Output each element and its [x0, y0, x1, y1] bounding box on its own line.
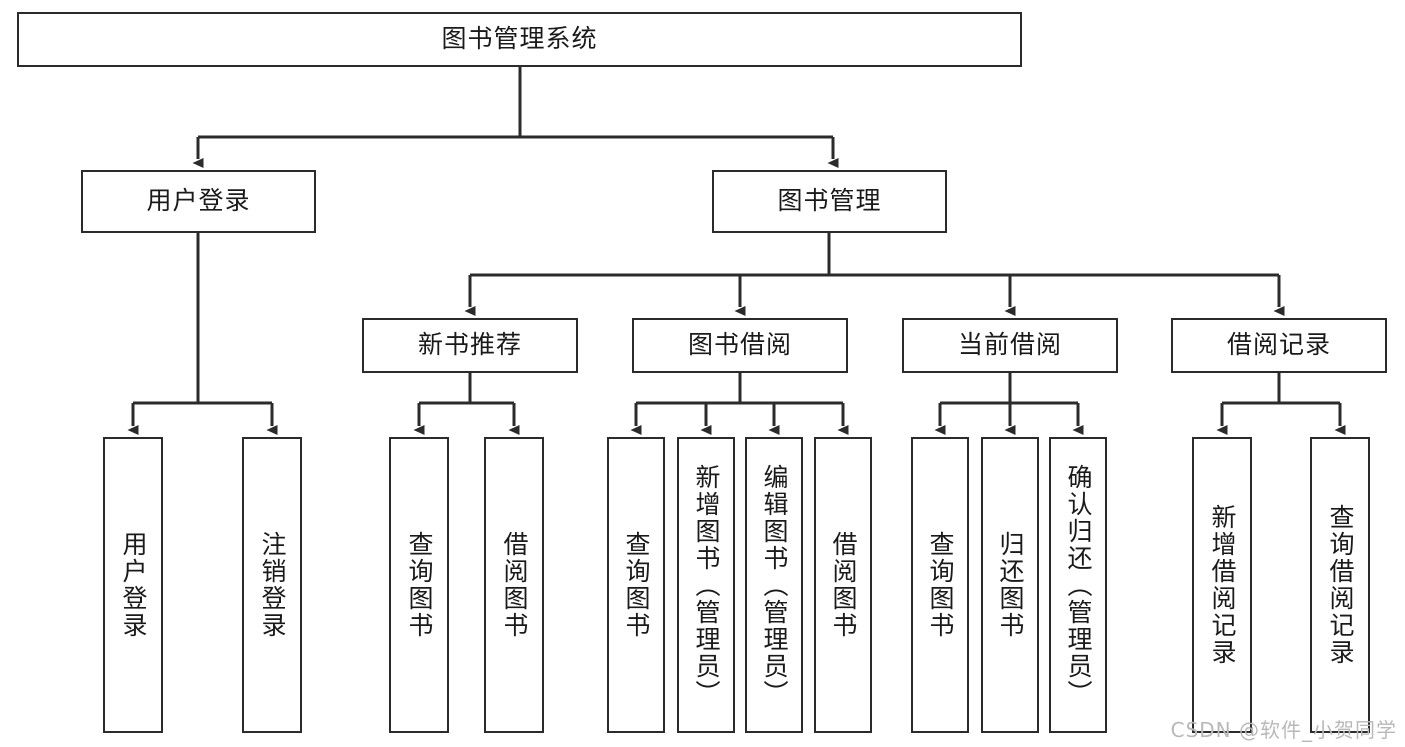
node-leaf-return-book-label: 归还图书: [996, 531, 1025, 639]
node-new-book-rec[interactable]: 新书推荐: [362, 318, 578, 373]
node-leaf-query-book-rec-label: 查询图书: [405, 531, 434, 639]
node-leaf-query-book-borrow-label: 查询图书: [622, 531, 651, 639]
node-leaf-query-book-borrow[interactable]: 查询图书: [607, 437, 665, 733]
node-leaf-return-book[interactable]: 归还图书: [981, 437, 1039, 733]
csdn-watermark: CSDN @软件_小贺同学: [1170, 718, 1397, 742]
node-leaf-add-record[interactable]: 新增借阅记录: [1192, 437, 1252, 733]
node-current-borrow[interactable]: 当前借阅: [902, 318, 1118, 373]
node-book-manage[interactable]: 图书管理: [712, 170, 947, 233]
node-leaf-query-book-current-label: 查询图书: [926, 531, 955, 639]
node-leaf-borrow-book-rec[interactable]: 借阅图书: [484, 437, 544, 733]
node-borrow-record-label: 借阅记录: [1226, 330, 1331, 360]
node-leaf-borrow-book[interactable]: 借阅图书: [814, 437, 872, 733]
node-leaf-user-login[interactable]: 用户登录: [103, 437, 163, 733]
node-leaf-edit-book[interactable]: 编辑图书（管理员）: [745, 437, 803, 733]
node-leaf-user-login-label: 用户登录: [119, 531, 148, 639]
node-current-borrow-label: 当前借阅: [957, 330, 1062, 360]
node-leaf-add-book[interactable]: 新增图书（管理员）: [677, 437, 735, 733]
node-user-login[interactable]: 用户登录: [81, 170, 316, 233]
node-leaf-confirm-return[interactable]: 确认归还（管理员）: [1049, 437, 1107, 733]
node-leaf-add-record-label: 新增借阅记录: [1208, 504, 1237, 666]
node-book-manage-label: 图书管理: [777, 186, 882, 216]
node-book-borrow[interactable]: 图书借阅: [632, 318, 848, 373]
node-root[interactable]: 图书管理系统: [17, 12, 1022, 67]
node-leaf-add-book-label: 新增图书（管理员）: [692, 463, 721, 707]
node-leaf-query-record-label: 查询借阅记录: [1326, 504, 1355, 666]
node-user-login-label: 用户登录: [146, 186, 251, 216]
node-new-book-rec-label: 新书推荐: [417, 330, 522, 360]
node-leaf-user-logout-label: 注销登录: [258, 531, 287, 639]
node-book-borrow-label: 图书借阅: [687, 330, 792, 360]
node-borrow-record[interactable]: 借阅记录: [1171, 318, 1387, 373]
node-leaf-confirm-return-label: 确认归还（管理员）: [1064, 463, 1093, 707]
node-leaf-user-logout[interactable]: 注销登录: [242, 437, 302, 733]
node-leaf-borrow-book-label: 借阅图书: [829, 531, 858, 639]
node-leaf-query-record[interactable]: 查询借阅记录: [1310, 437, 1370, 733]
node-root-label: 图书管理系统: [441, 24, 598, 54]
node-leaf-query-book-rec[interactable]: 查询图书: [389, 437, 449, 733]
node-leaf-edit-book-label: 编辑图书（管理员）: [760, 463, 789, 707]
node-leaf-query-book-current[interactable]: 查询图书: [911, 437, 969, 733]
node-leaf-borrow-book-rec-label: 借阅图书: [500, 531, 529, 639]
